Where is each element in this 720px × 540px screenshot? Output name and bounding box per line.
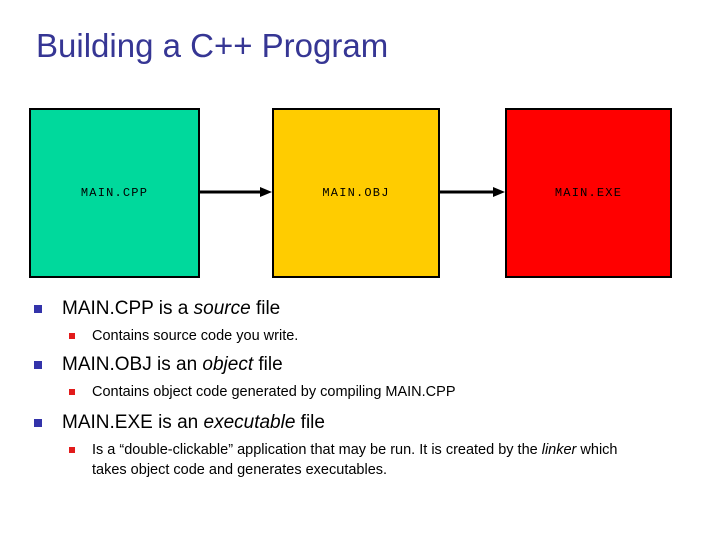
build-flow-diagram: MAIN.CPP MAIN.OBJ MAIN.EXE: [29, 108, 672, 278]
bullet-text-post: file: [253, 354, 283, 375]
flow-box-label-main-exe: MAIN.EXE: [554, 186, 623, 200]
square-bullet-icon: [69, 447, 75, 453]
square-bullet-icon: [34, 419, 42, 427]
bullet-text-post: which takes object code and generates ex…: [92, 442, 618, 478]
bullet-text-emphasis: source: [193, 298, 251, 319]
bullet-text-pre: Contains source code you write.: [92, 328, 299, 344]
bullet-text-pre: MAIN.OBJ is an: [62, 354, 203, 375]
square-bullet-icon: [34, 305, 42, 313]
bullet-text-post: file: [295, 412, 325, 433]
flow-box-main-exe: MAIN.EXE: [505, 108, 672, 278]
flow-box-main-obj: MAIN.OBJ: [272, 108, 440, 278]
flow-arrow-obj-to-exe: [440, 186, 505, 198]
flow-arrow-cpp-to-obj: [200, 186, 272, 198]
bullet-item-level2: Is a “double-clickable” application that…: [0, 440, 720, 480]
square-bullet-icon: [69, 389, 75, 395]
bullet-text-emphasis: object: [202, 354, 254, 375]
bullet-group-obj: MAIN.OBJ is an object file Contains obje…: [0, 352, 720, 402]
bullet-item-level2: Contains source code you write.: [0, 326, 720, 346]
bullet-text-post: file: [250, 298, 281, 319]
bullet-group-cpp: MAIN.CPP is a source file Contains sourc…: [0, 296, 720, 346]
bullet-text-emphasis: linker: [541, 442, 577, 458]
flow-box-main-cpp: MAIN.CPP: [29, 108, 200, 278]
bullet-body: MAIN.CPP is a source file Contains sourc…: [0, 296, 720, 486]
bullet-text-emphasis: executable: [203, 412, 296, 433]
bullet-text-pre: Is a “double-clickable” application that…: [92, 442, 542, 458]
bullet-text-pre: Contains object code generated by compil…: [92, 384, 456, 400]
bullet-item-level1: MAIN.CPP is a source file: [0, 296, 720, 322]
flow-box-label-main-cpp: MAIN.CPP: [80, 186, 149, 200]
bullet-item-level2: Contains object code generated by compil…: [0, 382, 720, 402]
bullet-item-level1: MAIN.OBJ is an object file: [0, 352, 720, 378]
square-bullet-icon: [34, 361, 42, 369]
flow-box-label-main-obj: MAIN.OBJ: [322, 186, 390, 200]
bullet-group-exe: MAIN.EXE is an executable file Is a “dou…: [0, 410, 720, 480]
page-title: Building a C++ Program: [36, 27, 389, 64]
bullet-text-pre: MAIN.EXE is an: [62, 412, 204, 433]
square-bullet-icon: [69, 333, 75, 339]
bullet-item-level1: MAIN.EXE is an executable file: [0, 410, 720, 436]
bullet-text-pre: MAIN.CPP is a: [62, 298, 194, 319]
